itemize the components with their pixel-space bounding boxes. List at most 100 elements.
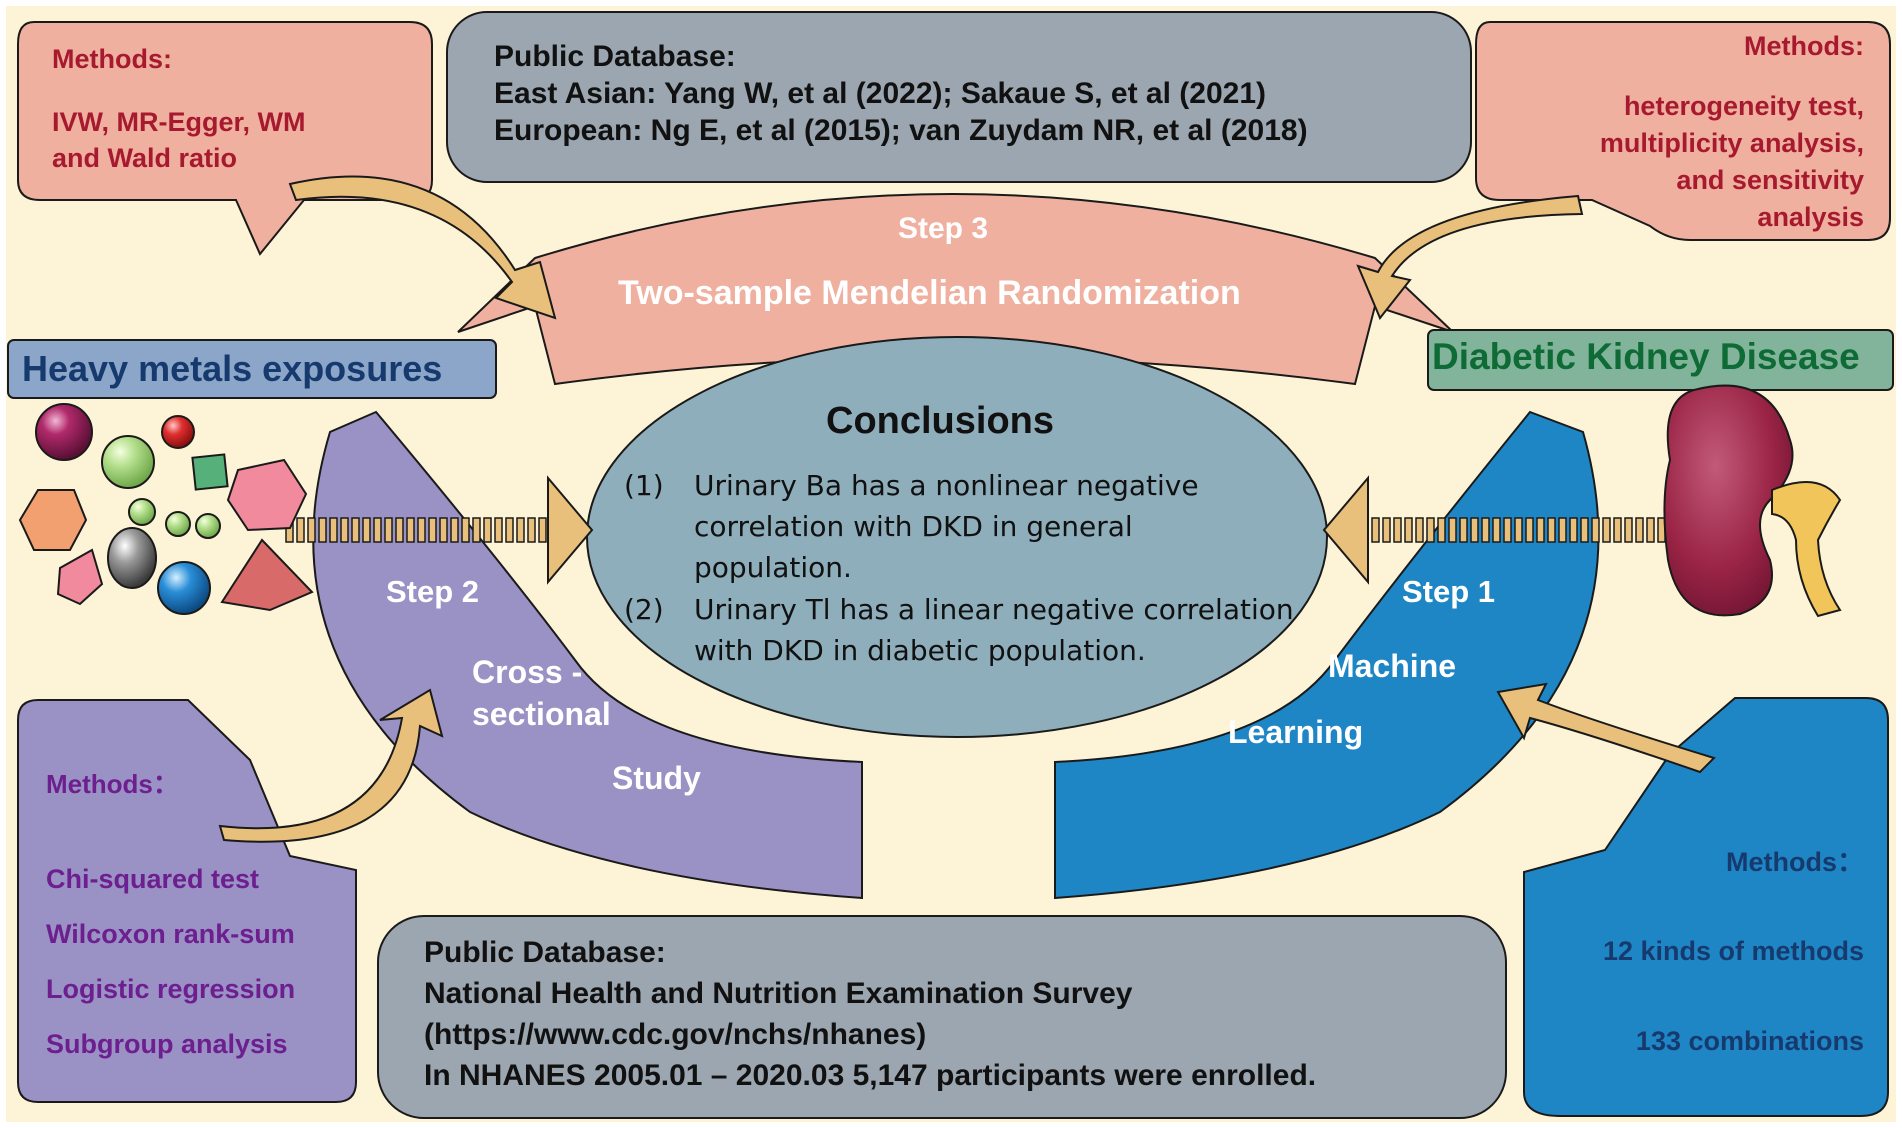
dashed-arrow-segment <box>1426 517 1435 543</box>
top-database-text: Public Database: East Asian: Yang W, et … <box>494 38 1308 149</box>
dashed-arrow-segment <box>1382 517 1391 543</box>
conclusion-item-number: (2) <box>624 593 664 626</box>
conclusion-item-number: (1) <box>624 469 664 502</box>
conclusion-line: with DKD in diabetic population. <box>694 634 1146 667</box>
curved-arrow-top-right <box>1356 194 1584 320</box>
dashed-arrow-segment <box>1602 517 1611 543</box>
bottom-left-methods-line: Subgroup analysis <box>46 1029 288 1059</box>
bottom-database-line: (https://www.cdc.gov/nchs/nhanes) <box>424 1018 927 1051</box>
step1-label: Step 1 <box>1402 574 1496 609</box>
dashed-arrow-segment <box>538 517 547 543</box>
bottom-database-text: Public Database: National Health and Nut… <box>424 932 1316 1096</box>
dashed-arrow-segment <box>1591 517 1600 543</box>
top-database-box <box>446 11 1472 183</box>
bottom-left-methods-text: Chi-squared test Wilcoxon rank-sum Logis… <box>46 852 295 1072</box>
top-right-methods-line: multiplicity analysis, <box>1599 128 1864 158</box>
dashed-arrow-segment <box>318 517 327 543</box>
conclusion-item-2: (2) Urinary Tl has a linear negative cor… <box>624 589 1314 671</box>
top-right-methods-heading: Methods: <box>1744 31 1864 61</box>
dashed-arrow-segment <box>373 517 382 543</box>
top-database-line: East Asian: Yang W, et al (2022); Sakaue… <box>494 77 1267 110</box>
dashed-arrow-segment <box>1536 517 1545 543</box>
conclusion-line: correlation with DKD in general <box>694 510 1133 543</box>
curved-arrow-bottom-right <box>1496 682 1716 774</box>
heavy-metals-label: Heavy metals exposures <box>22 348 443 389</box>
dashed-arrow-segment <box>329 517 338 543</box>
dashed-arrow-segment <box>527 517 536 543</box>
dashed-arrow-segment <box>450 517 459 543</box>
dashed-arrow-segment <box>505 517 514 543</box>
dashed-arrow-segment <box>417 517 426 543</box>
bottom-right-methods-line: 133 combinations <box>1635 1026 1864 1056</box>
top-right-methods-text: Methods: heterogeneity test, multiplicit… <box>1600 28 1864 236</box>
conclusion-line: Urinary Ba has a nonlinear negative <box>694 469 1199 502</box>
dashed-arrow-segment <box>296 517 305 543</box>
dashed-arrow-segment <box>1470 517 1479 543</box>
dashed-arrow-segment <box>351 517 360 543</box>
step3-title: Two-sample Mendelian Randomization <box>618 274 1241 312</box>
bottom-left-methods-box <box>17 699 357 1103</box>
dashed-arrow-segment <box>395 517 404 543</box>
dashed-arrow-segment <box>428 517 437 543</box>
dashed-arrow-segment <box>516 517 525 543</box>
dashed-arrow-segment <box>1481 517 1490 543</box>
step2-line2: sectional <box>472 696 611 732</box>
dashed-arrow-segment <box>362 517 371 543</box>
dashed-arrow-segment <box>406 517 415 543</box>
dashed-arrow-segment <box>340 517 349 543</box>
dashed-arrow-segment <box>439 517 448 543</box>
dkd-label-box <box>1427 329 1894 391</box>
top-database-heading: Public Database: <box>494 40 736 73</box>
bottom-right-methods-line: 12 kinds of methods <box>1602 936 1864 966</box>
top-left-methods-heading: Methods: <box>52 44 172 74</box>
top-right-methods-line: heterogeneity test, <box>1623 91 1864 121</box>
right-dashed-arrow <box>1322 475 1369 585</box>
dashed-arrow-segment <box>1613 517 1622 543</box>
bottom-left-methods-line: Wilcoxon rank-sum <box>46 919 295 949</box>
dashed-arrow-segment <box>1525 517 1534 543</box>
bottom-left-methods-line: Logistic regression <box>46 974 296 1004</box>
bottom-left-methods-line: Chi-squared test <box>46 864 260 894</box>
dashed-arrow-segment <box>483 517 492 543</box>
step1-line2: Learning <box>1228 714 1364 750</box>
bottom-database-box <box>377 915 1507 1119</box>
top-database-line: European: Ng E, et al (2015); van Zuydam… <box>494 114 1308 147</box>
bottom-left-methods-heading: Methods： <box>46 769 179 799</box>
right-dashed-arrow-segments <box>1371 517 1677 543</box>
top-left-methods-text: IVW, MR-Egger, WM and Wald ratio <box>52 104 306 176</box>
left-dashed-arrow <box>547 475 594 585</box>
dkd-label: Diabetic Kidney Disease <box>1432 336 1860 377</box>
bottom-database-line: National Health and Nutrition Examinatio… <box>424 977 1133 1010</box>
conclusion-item-1: (1) Urinary Ba has a nonlinear negative … <box>624 465 1304 588</box>
dashed-arrow-segment <box>494 517 503 543</box>
heavy-metal-shapes-icon <box>18 403 314 615</box>
dashed-arrow-segment <box>307 517 316 543</box>
dashed-arrow-segment <box>1437 517 1446 543</box>
dashed-arrow-segment <box>1514 517 1523 543</box>
step1-line1: Machine <box>1328 648 1457 684</box>
bottom-right-methods-heading: Methods： <box>1726 847 1864 877</box>
top-left-methods-line: IVW, MR-Egger, WM <box>52 107 306 137</box>
dashed-arrow-segment <box>1558 517 1567 543</box>
conclusion-line: population. <box>694 551 852 584</box>
dashed-arrow-segment <box>384 517 393 543</box>
top-right-methods-box <box>1475 21 1891 241</box>
bottom-database-line: In NHANES 2005.01 – 2020.03 5,147 partic… <box>424 1059 1317 1092</box>
step3-label: Step 3 <box>898 212 989 245</box>
bottom-right-methods-box <box>1523 697 1889 1117</box>
step2-line3: Study <box>612 760 701 796</box>
dashed-arrow-segment <box>1459 517 1468 543</box>
kidney-icon <box>1663 384 1842 618</box>
dashed-arrow-segment <box>1646 517 1655 543</box>
dashed-arrow-segment <box>1547 517 1556 543</box>
top-right-methods-line: and sensitivity <box>1676 165 1864 195</box>
dashed-arrow-segment <box>472 517 481 543</box>
conclusion-line: Urinary Tl has a linear negative correla… <box>694 593 1294 626</box>
dashed-arrow-segment <box>1404 517 1413 543</box>
dashed-arrow-segment <box>1503 517 1512 543</box>
top-left-methods-line: and Wald ratio <box>52 143 238 173</box>
dashed-arrow-segment <box>1393 517 1402 543</box>
curved-arrow-top-left <box>288 175 557 320</box>
